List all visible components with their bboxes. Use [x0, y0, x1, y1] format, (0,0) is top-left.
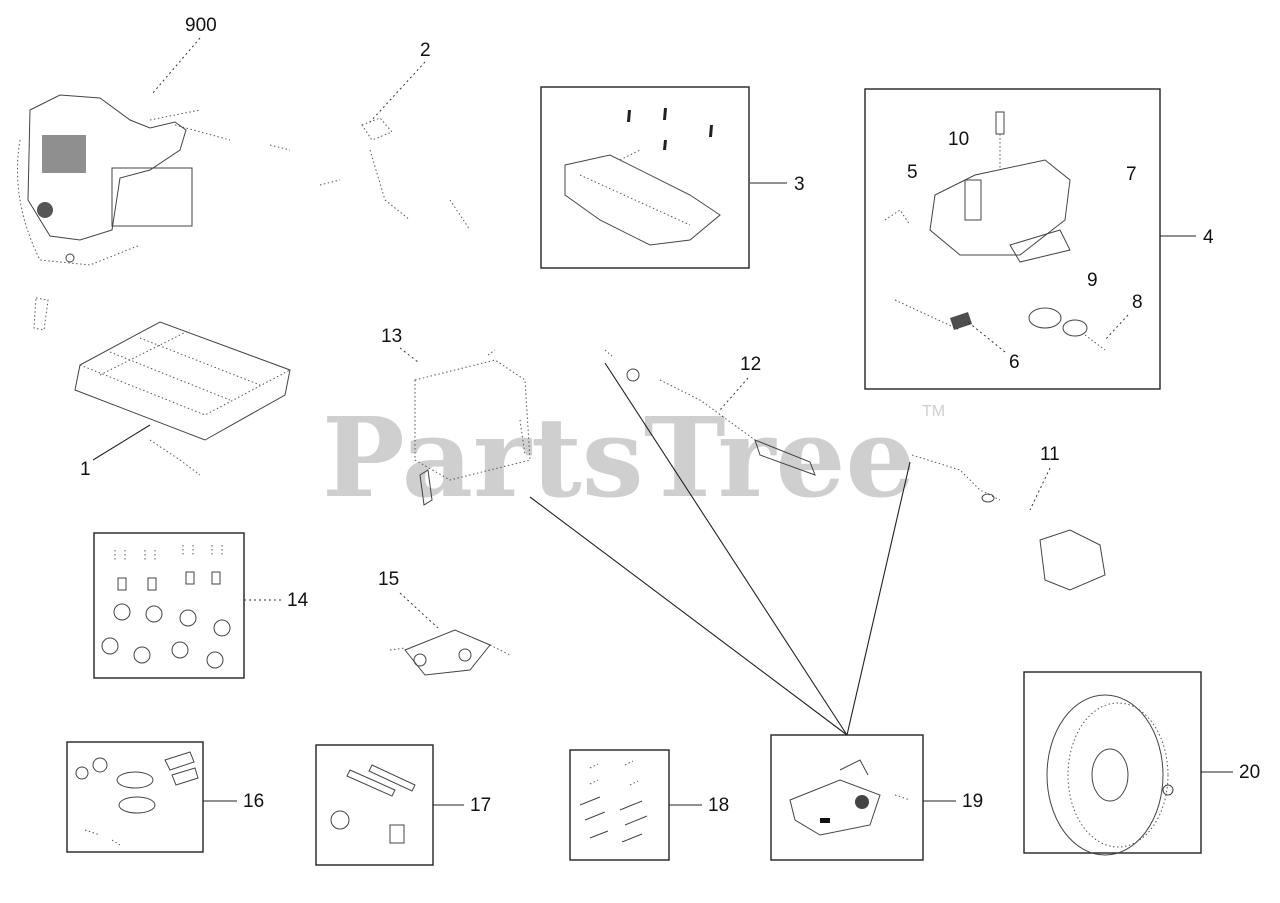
part-16-seals	[75, 751, 199, 846]
leader-8	[1104, 314, 1129, 341]
part-4-pump	[884, 111, 1106, 351]
leader-1	[92, 424, 151, 461]
callout-20: 20	[1239, 762, 1260, 783]
part-17-bolts	[330, 764, 416, 844]
callout-17: 17	[470, 795, 491, 816]
part-15-mount[interactable]	[389, 629, 511, 676]
leader-900	[151, 37, 201, 95]
part-14-fasteners	[101, 545, 231, 669]
callout-900: 900	[185, 15, 217, 36]
callout-5: 5	[907, 162, 918, 183]
callout-12: 12	[740, 354, 761, 375]
callout-10: 10	[948, 129, 969, 150]
part-1-frame[interactable]	[33, 297, 291, 476]
part-19-valve	[789, 759, 911, 836]
part-20-wheel	[1046, 694, 1174, 856]
part-18-pins	[579, 760, 648, 843]
callout-9: 9	[1087, 270, 1098, 291]
watermark-text: PartsTree	[322, 393, 916, 522]
kit-3-box[interactable]	[540, 86, 750, 269]
part-3-manifold	[564, 108, 721, 246]
callout-15: 15	[378, 569, 399, 590]
callout-11: 11	[1040, 444, 1060, 465]
callout-18: 18	[708, 795, 729, 816]
leader-2	[369, 61, 426, 123]
leader-6	[967, 321, 1006, 353]
kit-16-box[interactable]	[66, 741, 204, 853]
kit-20-box[interactable]	[1023, 671, 1202, 854]
part-2-handle[interactable]	[269, 117, 471, 231]
kit-17-box[interactable]	[315, 744, 434, 866]
leader-12	[719, 377, 749, 411]
leader-15	[399, 592, 439, 629]
kit-14-box[interactable]	[93, 532, 245, 679]
kit-19-box[interactable]	[770, 734, 924, 861]
callout-19: 19	[962, 791, 983, 812]
part-13-bracket[interactable]	[414, 349, 531, 506]
callout-8: 8	[1132, 292, 1143, 313]
callout-7: 7	[1126, 164, 1137, 185]
part-900-engine[interactable]	[17, 94, 231, 266]
leader-19-a	[604, 362, 848, 736]
kit-18-box[interactable]	[569, 749, 670, 861]
leader-19-c	[846, 461, 911, 736]
leader-19-b	[529, 496, 848, 736]
callout-3: 3	[794, 174, 805, 195]
part-11-gun[interactable]	[911, 454, 1106, 591]
callout-1: 1	[80, 459, 91, 480]
callout-14: 14	[287, 590, 309, 611]
callout-13: 13	[381, 326, 402, 347]
callout-4: 4	[1203, 227, 1214, 248]
leader-13	[399, 347, 419, 363]
watermark-trademark: TM	[922, 403, 945, 420]
callout-6: 6	[1009, 352, 1020, 373]
kit-4-box[interactable]	[864, 88, 1161, 390]
leader-11	[1029, 467, 1051, 511]
callout-16: 16	[243, 791, 264, 812]
part-12-hose[interactable]	[604, 349, 816, 476]
callout-2: 2	[420, 40, 431, 61]
